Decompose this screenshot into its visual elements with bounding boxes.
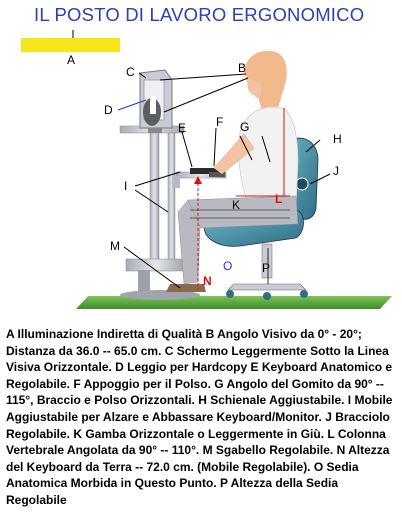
label-a: A: [67, 53, 75, 67]
label-n: N: [203, 274, 212, 288]
label-j: J: [333, 164, 339, 178]
monitor: [139, 69, 173, 133]
floor: [76, 296, 392, 309]
monitor-desk: [119, 125, 227, 300]
label-k: K: [232, 198, 240, 212]
label-d: D: [104, 103, 113, 117]
ergonomic-diagram: A: [21, 30, 392, 309]
legend-text: A Illuminazione Indiretta di Qualità B A…: [6, 327, 393, 507]
monitor-sight-blue: [117, 99, 147, 111]
label-i: I: [124, 179, 127, 193]
label-p: P: [262, 261, 270, 275]
label-o: O: [223, 259, 232, 273]
label-e: E: [178, 121, 186, 135]
page-title: IL POSTO DI LAVORO ERGONOMICO: [34, 4, 365, 25]
label-f: F: [216, 115, 223, 129]
label-h: H: [333, 132, 342, 146]
seated-person: [166, 50, 299, 292]
keyboard: [190, 168, 224, 174]
annotation-lines: [123, 72, 331, 289]
lamp-bar: [21, 38, 120, 52]
label-l: L: [275, 192, 282, 206]
label-c: C: [126, 65, 135, 79]
label-m: M: [110, 239, 120, 253]
label-g: G: [240, 120, 249, 134]
wrist-rest: [209, 172, 225, 177]
measure-marks: [190, 108, 290, 292]
label-b: B: [238, 61, 246, 75]
